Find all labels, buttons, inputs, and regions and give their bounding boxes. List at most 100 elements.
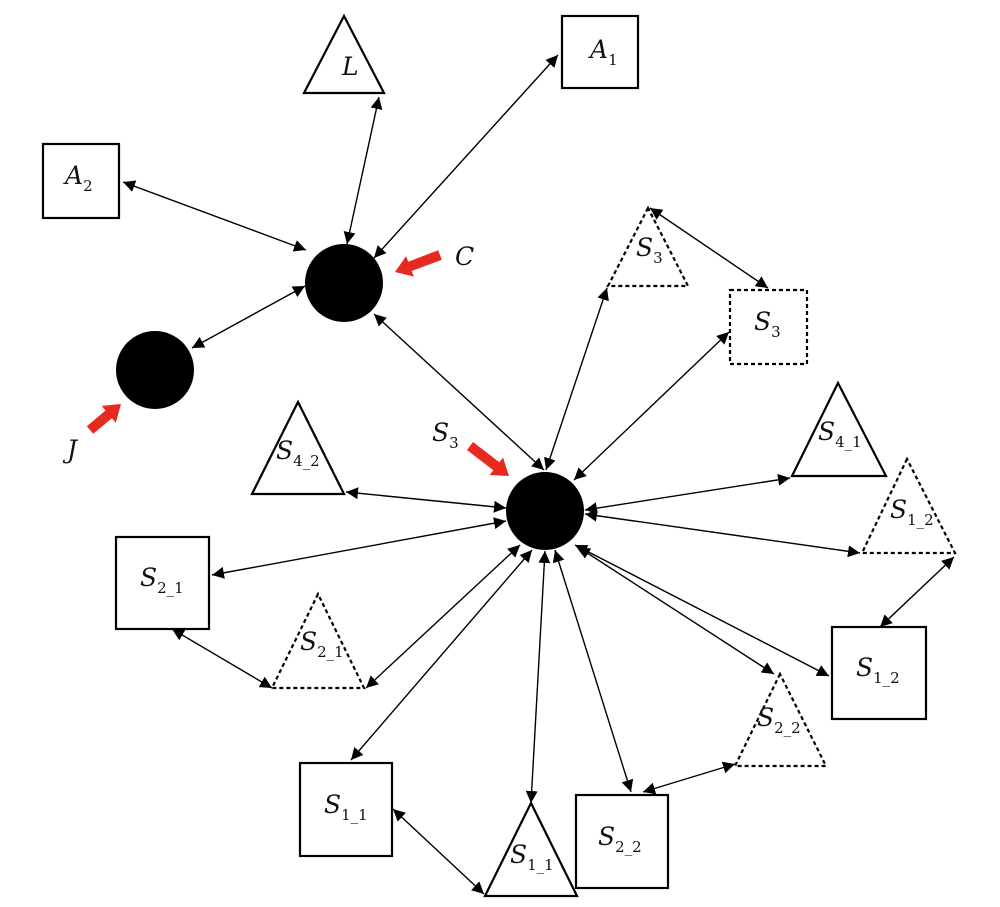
hub-label-C-main: C [455, 242, 474, 271]
node-label-S1_1sq-subscript: 1_1 [341, 806, 368, 824]
square-shape [574, 793, 670, 890]
node-label-S1_2tri-subscript: 1_2 [907, 511, 934, 529]
node-label-S4_1-subscript: 4_1 [835, 433, 862, 451]
node-S3tri: S3 [606, 205, 690, 288]
pointer-arrow-S3hub [467, 442, 509, 476]
node-label-S2_1tri-main: S [300, 627, 317, 656]
node-label-S1_1tri-subscript: 1_1 [527, 856, 554, 874]
hub-label-S3hub-main: S [432, 418, 449, 447]
square-shape [298, 761, 394, 858]
pointers-layer [86, 250, 509, 476]
node-label-S3tri: S3 [636, 233, 663, 267]
edge-C-A2 [122, 180, 307, 252]
node-S4_2: S4_2 [250, 399, 346, 496]
node-label-S3tri-subscript: 3 [653, 249, 663, 267]
node-A1: A1 [560, 14, 640, 90]
node-label-S4_1-main: S [818, 417, 835, 446]
node-label-S2_1sq-subscript: 2_1 [157, 579, 184, 597]
node-S4_1: S4_1 [790, 380, 888, 478]
node-label-S4_2: S4_2 [276, 436, 320, 470]
node-S2_1tri: S2_1 [270, 591, 366, 690]
node-label-S2_2sq: S2_2 [598, 822, 642, 856]
hub-label-J: J [62, 435, 79, 464]
triangle-shape [270, 591, 366, 690]
node-label-S2_2sq-main: S [598, 822, 615, 851]
node-S1_1tri: S1_1 [483, 800, 579, 898]
node-S2_1sq: S2_1 [114, 535, 211, 631]
node-label-S3sq-subscript: 3 [771, 323, 781, 341]
edge-S3hub-S2_2tri [577, 546, 775, 675]
edge-S3hub-S2_2sq [552, 549, 634, 793]
node-label-S3sq: S3 [754, 307, 781, 341]
edge-S3hub-S1_1tri [525, 550, 551, 804]
node-label-S1_2sq: S1_2 [856, 653, 900, 687]
node-label-S1_2tri-main: S [890, 495, 907, 524]
node-label-S2_1sq-main: S [140, 563, 157, 592]
node-label-A1: A1 [588, 35, 618, 69]
hub-circle [305, 244, 383, 322]
triangle-shape [790, 380, 888, 478]
node-S1_1sq: S1_1 [298, 761, 394, 858]
node-label-A2-main: A [63, 161, 83, 190]
node-label-S2_1tri-subscript: 2_1 [317, 643, 344, 661]
edge-S1_2tri-S1_2sq [879, 556, 955, 628]
node-label-A2-subscript: 2 [83, 177, 93, 195]
node-S2_2sq: S2_2 [574, 793, 670, 890]
edge-S1_1sq-S1_1tri [392, 808, 485, 895]
edge-S3hub-S1_2sq [574, 544, 830, 677]
node-A2: A2 [41, 142, 121, 220]
edge-S3hub-S3sq [573, 331, 730, 481]
node-label-S2_1tri: S2_1 [300, 627, 344, 661]
square-shape [830, 625, 928, 721]
node-label-S1_2sq-main: S [856, 653, 873, 682]
edge-C-A1 [373, 54, 559, 259]
node-label-S1_1tri-main: S [510, 840, 527, 869]
node-label-S2_1sq: S2_1 [140, 563, 184, 597]
edge-S2_2tri-S2_2sq [642, 761, 736, 795]
hub-circle [506, 472, 584, 550]
node-S1_2tri: S1_2 [860, 456, 957, 555]
edge-S3hub-S4_2 [345, 487, 507, 513]
node-S3sq: S3 [728, 288, 809, 366]
hub-S3hub: S3 [432, 418, 584, 550]
pointer-arrow-C [395, 250, 442, 277]
node-S2_2tri: S2_2 [733, 671, 828, 768]
triangle-shape [302, 13, 386, 95]
triangle-shape [860, 456, 957, 555]
edge-S3hub-S1_2tri [584, 509, 861, 558]
node-label-S1_1tri: S1_1 [510, 840, 554, 874]
node-label-S3sq-main: S [754, 307, 771, 336]
triangle-shape [606, 205, 690, 288]
nodes-layer: LA1A2S3S3S4_1S4_2S1_2S1_2S2_1S2_1S2_2S2_… [41, 13, 957, 898]
hub-label-S3hub-subscript: 3 [449, 434, 459, 452]
hub-label-J-main: J [62, 435, 79, 464]
edge-J-C [191, 285, 306, 349]
node-label-S2_2tri: S2_2 [757, 703, 801, 737]
node-label-S2_2sq-subscript: 2_2 [615, 838, 642, 856]
triangle-shape [250, 399, 346, 496]
edge-S3hub-S2_1sq [211, 517, 507, 579]
node-S1_2sq: S1_2 [830, 625, 928, 721]
edge-C-L [343, 96, 383, 245]
square-shape [41, 142, 121, 220]
square-shape [560, 14, 640, 90]
hub-circle [116, 331, 194, 409]
hub-label-C: C [455, 242, 474, 271]
square-shape [114, 535, 211, 631]
node-label-A1-subscript: 1 [608, 51, 618, 69]
edges-layer [122, 54, 955, 895]
hub-C: C [305, 242, 474, 322]
node-L: L [302, 13, 386, 95]
node-label-S1_1sq: S1_1 [324, 790, 368, 824]
triangle-shape [483, 800, 579, 898]
node-label-S1_1sq-main: S [324, 790, 341, 819]
edge-S3tri-S3sq [649, 207, 769, 289]
node-label-L: L [341, 52, 359, 81]
node-label-S3tri-main: S [636, 233, 653, 262]
edge-S2_1sq-S2_1tri [171, 628, 273, 689]
square-shape [728, 288, 809, 366]
node-label-S4_2-subscript: 4_2 [293, 452, 320, 470]
pointer-arrow-J [86, 404, 121, 434]
edge-C-S3hub [373, 313, 545, 471]
